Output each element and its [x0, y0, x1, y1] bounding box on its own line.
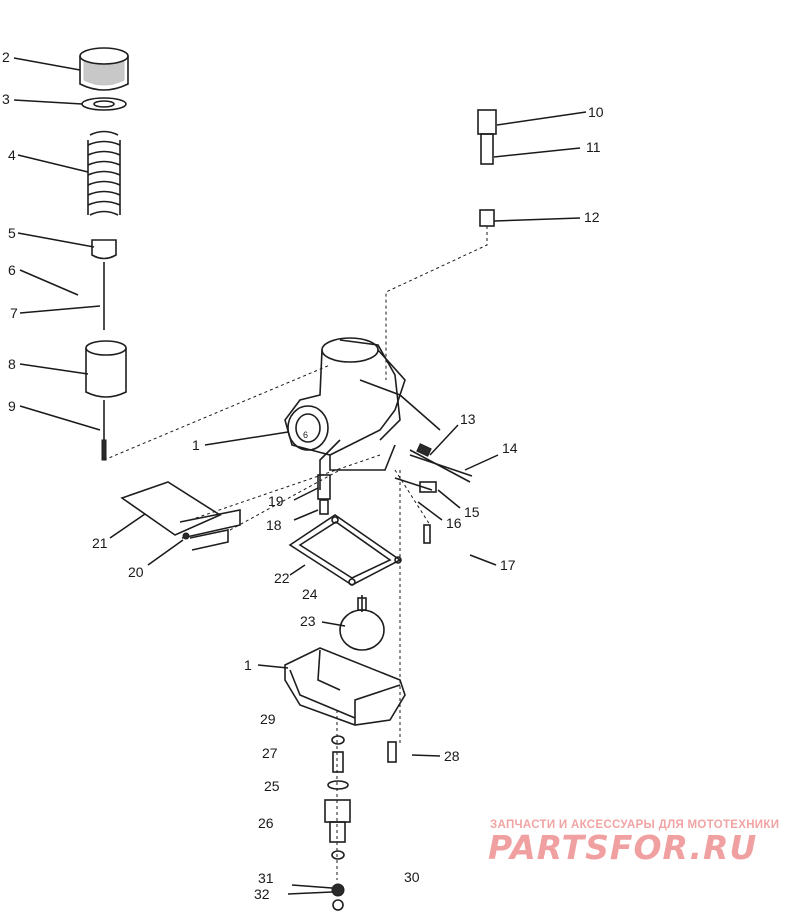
callout-label-2: 2	[2, 49, 10, 65]
callout-label-16: 16	[446, 515, 462, 531]
needle-clip-part	[91, 239, 117, 330]
callout-label-20: 20	[128, 564, 144, 580]
needle-jet-part	[324, 799, 351, 860]
carb-body-marking: 6	[303, 430, 308, 440]
callout-label-10: 10	[588, 104, 604, 120]
callout-label-1-bowl: 1	[244, 657, 252, 673]
gasket-part	[288, 514, 402, 586]
float-part	[339, 595, 385, 651]
callout-label-8: 8	[8, 356, 16, 372]
callout-label-1-body: 1	[192, 437, 200, 453]
callout-label-28: 28	[444, 748, 460, 764]
idle-screw-part	[409, 443, 473, 483]
carburetor-body	[284, 337, 441, 490]
callout-label-26: 26	[258, 815, 274, 831]
drain-plug-part	[331, 883, 345, 911]
callout-label-29: 29	[260, 711, 276, 727]
callout-label-4: 4	[8, 147, 16, 163]
callout-label-14: 14	[502, 440, 518, 456]
callout-label-15: 15	[464, 504, 480, 520]
watermark-tagline: ЗАПЧАСТИ И АКСЕССУАРЫ ДЛЯ МОТОТЕХНИКИ	[490, 819, 780, 831]
callout-label-13: 13	[460, 411, 476, 427]
slide-part	[85, 340, 127, 461]
leader-lines	[13, 57, 587, 895]
pilot-jet-part	[317, 474, 331, 515]
callout-label-6: 6	[8, 262, 16, 278]
callout-label-12: 12	[584, 209, 600, 225]
callout-label-11: 11	[586, 139, 601, 155]
washer-part	[81, 97, 127, 111]
callout-label-30: 30	[404, 869, 420, 885]
choke-plate-part	[120, 481, 241, 551]
main-jet-part	[327, 735, 349, 790]
callout-label-17: 17	[500, 557, 516, 573]
guide-lines	[103, 226, 488, 880]
callout-label-3: 3	[2, 91, 10, 107]
float-bowl-part	[284, 647, 406, 726]
watermark-brand: PARTSFOR.RU	[488, 828, 758, 867]
callout-label-7: 7	[10, 305, 18, 321]
bowl-screw-part	[387, 741, 397, 763]
callout-label-22: 22	[274, 570, 290, 586]
callout-label-5: 5	[8, 225, 16, 241]
callout-labels: 2 3 4 5 6 7 8 9 10 11 12 1 13 14 15 16 1…	[2, 49, 604, 902]
spring-part	[87, 130, 121, 216]
callout-label-18: 18	[266, 517, 282, 533]
cap-part	[79, 47, 129, 91]
small-screw-17	[423, 524, 431, 544]
callout-label-21: 21	[92, 535, 108, 551]
callout-label-32: 32	[254, 886, 270, 902]
callout-label-25: 25	[264, 778, 280, 794]
callout-label-23: 23	[300, 613, 316, 629]
callout-label-9: 9	[8, 398, 16, 414]
callout-label-27: 27	[262, 745, 278, 761]
jet-screw-part	[394, 477, 437, 493]
callout-label-19: 19	[268, 493, 284, 509]
cable-adjuster-part	[477, 109, 497, 227]
callout-label-24: 24	[302, 586, 318, 602]
callout-label-31: 31	[258, 870, 274, 886]
